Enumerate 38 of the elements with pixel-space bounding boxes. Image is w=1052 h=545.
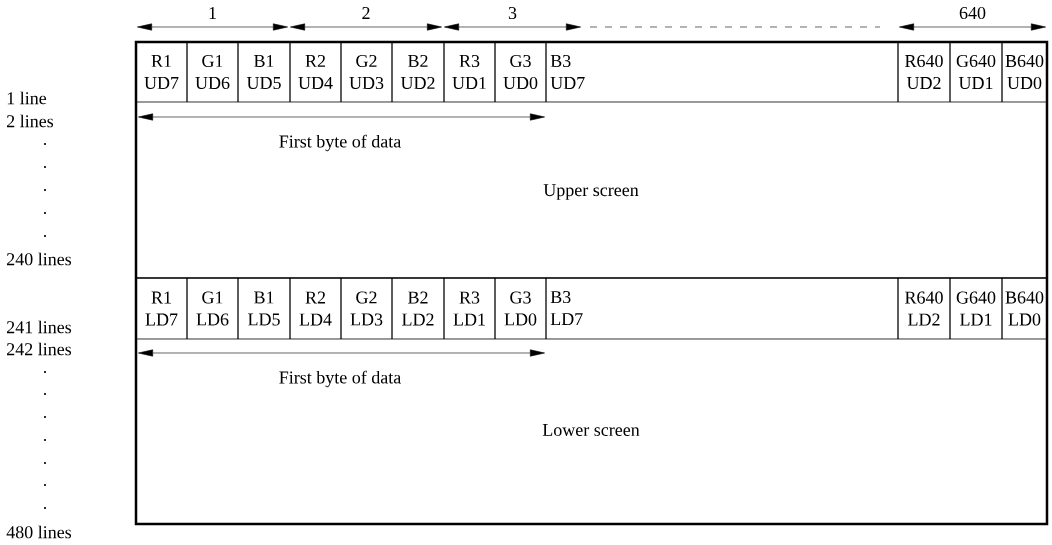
data-cell: G640 UD1	[949, 41, 1003, 103]
row-label: 480 lines	[6, 525, 72, 539]
row-label: 240 lines	[7, 252, 72, 266]
data-cell: G3 LD0	[494, 277, 547, 340]
row-label: 241 lines	[7, 320, 72, 334]
row-label: 242 lines	[7, 342, 72, 356]
data-cell: G2 UD3	[340, 41, 393, 103]
data-cell: R640 LD2	[897, 277, 951, 340]
data-cell: R3 LD1	[443, 277, 496, 340]
row-label: 1 line	[7, 91, 47, 105]
data-cell: R2 LD4	[289, 277, 342, 340]
dimension-label: 2	[362, 7, 370, 19]
data-cell: B2 UD2	[391, 41, 445, 103]
data-cell: R1 UD7	[135, 41, 188, 103]
node-label: Upper screen	[543, 184, 639, 200]
data-cell: B3 UD7	[545, 41, 899, 103]
dimension-label: First byte of data	[279, 134, 401, 152]
data-cell: B640 LD0	[1001, 277, 1048, 340]
data-cell: R1 LD7	[135, 277, 188, 340]
row-label: 2 lines	[7, 114, 54, 128]
data-cell: B3 LD7	[545, 277, 899, 340]
data-cell: R640 UD2	[897, 41, 951, 103]
dimension-label: 3	[508, 6, 517, 20]
data-cell: G640 LD1	[949, 277, 1003, 340]
data-cell: B2 LD2	[391, 277, 445, 340]
data-cell: B1 UD5	[237, 41, 291, 103]
data-cell: G1 LD6	[186, 277, 239, 340]
data-cell: G3 UD0	[494, 41, 547, 103]
data-cell: G2 LD3	[340, 277, 393, 340]
data-cell: R2 UD4	[289, 41, 342, 103]
data-cell: B640 UD0	[1001, 41, 1048, 103]
data-cell: B1 LD5	[237, 277, 291, 340]
data-cell: R3 UD1	[443, 41, 496, 103]
dimension-label: 1	[209, 7, 216, 19]
dimension-label: 640	[959, 6, 986, 20]
dimension-label: First byte of data	[279, 370, 401, 388]
node-label: Lower screen	[542, 424, 640, 436]
data-cell: G1 UD6	[186, 41, 239, 103]
